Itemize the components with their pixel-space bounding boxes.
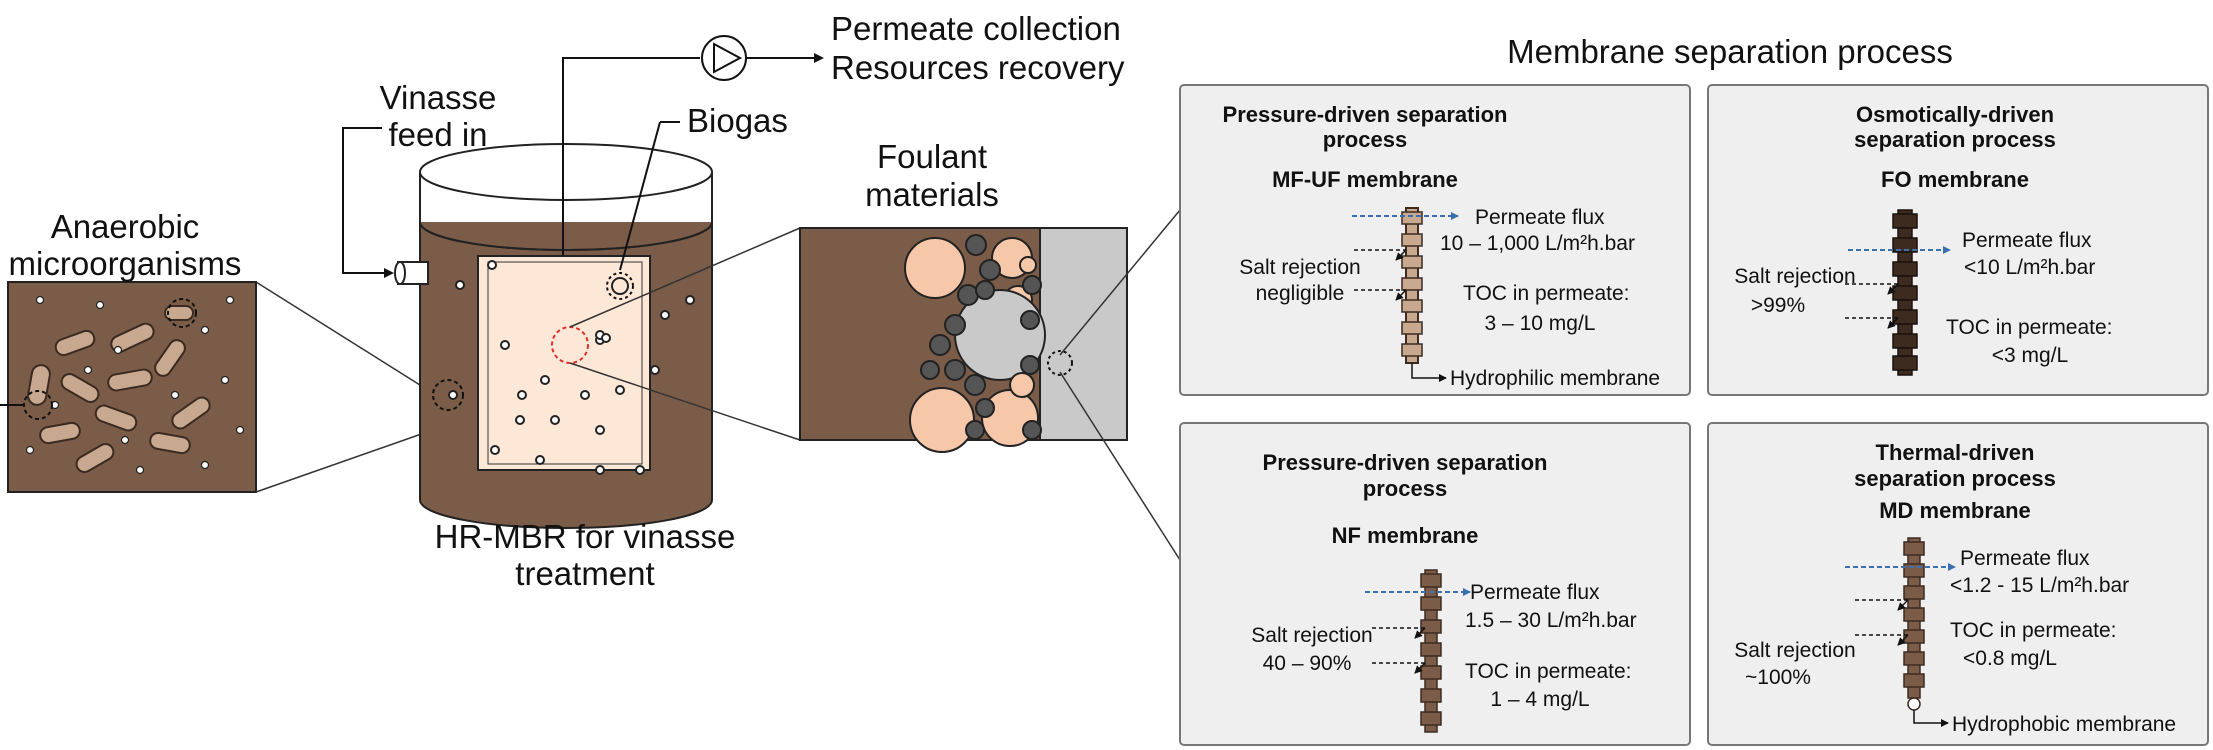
panel-title-line2: process — [1363, 476, 1447, 501]
biogas-pointer — [619, 121, 661, 271]
foulant-label-line1: Foulant — [877, 138, 987, 175]
panel-title-line1: Pressure-driven separation — [1263, 450, 1548, 475]
hrmbr-label-line1: HR-MBR for vinasse — [435, 518, 736, 555]
membrane-type: MF-UF membrane — [1272, 167, 1458, 192]
permeate-line — [562, 57, 700, 255]
foulant-label-line2: materials — [865, 176, 999, 213]
permeate-label-line2: Resources recovery — [831, 49, 1125, 86]
toc-label: TOC in permeate: — [1465, 660, 1632, 683]
panel-nf: Pressure-driven separation process NF me… — [1179, 422, 1691, 746]
rejection-value: negligible — [1256, 282, 1345, 305]
feed-line — [342, 127, 394, 278]
panel-title-line2: process — [1323, 127, 1407, 152]
hrmbr-label-line2: treatment — [515, 555, 654, 592]
rejection-value: ~100% — [1745, 666, 1811, 689]
flux-label: Permeate flux — [1960, 547, 2090, 570]
panel-fo: Osmotically-driven separation process FO… — [1707, 84, 2209, 396]
toc-label: TOC in permeate: — [1950, 619, 2117, 642]
zoom-connector-line — [255, 424, 448, 493]
flux-value: 1.5 – 30 L/m²h.bar — [1465, 609, 1637, 632]
rejection-value: >99% — [1751, 294, 1805, 317]
membrane-icon — [1420, 569, 1442, 733]
panel-md: Thermal-driven separation process MD mem… — [1707, 422, 2209, 746]
membrane-type: FO membrane — [1881, 167, 2029, 192]
panel-title-line2: separation process — [1854, 127, 2056, 152]
vinasse-label-line2: feed in — [388, 116, 487, 153]
rejection-value: 40 – 90% — [1263, 652, 1352, 675]
panel-mf-uf: Pressure-driven separation process MF-UF… — [1179, 84, 1691, 396]
toc-value: <0.8 mg/L — [1963, 647, 2057, 670]
membrane-type: MD membrane — [1879, 498, 2031, 523]
membrane-note: Hydrophilic membrane — [1450, 367, 1660, 390]
toc-value: <3 mg/L — [1992, 344, 2068, 367]
panel-title-line1: Thermal-driven — [1876, 440, 2035, 465]
membrane-note: Hydrophobic membrane — [1952, 713, 2176, 736]
panel-title-line2: separation process — [1854, 466, 2056, 491]
rejection-label: Salt rejection — [1734, 639, 1855, 662]
membrane-icon — [1903, 537, 1925, 711]
biogas-label: Biogas — [687, 102, 788, 139]
toc-label: TOC in permeate: — [1463, 282, 1630, 305]
pump-icon — [701, 35, 747, 81]
flux-value: <1.2 - 15 L/m²h.bar — [1950, 574, 2129, 597]
rejection-label: Salt rejection — [1239, 256, 1360, 279]
vinasse-label-line1: Vinasse — [380, 79, 497, 116]
toc-label: TOC in permeate: — [1946, 316, 2113, 339]
flux-label: Permeate flux — [1470, 581, 1600, 604]
panel-title-line1: Osmotically-driven — [1856, 102, 2054, 127]
membrane-icon — [1401, 207, 1423, 364]
reactor-tank — [394, 143, 713, 529]
toc-value: 1 – 4 mg/L — [1490, 688, 1589, 711]
anaerobic-label-line1: Anaerobic — [51, 208, 200, 245]
flux-value: 10 – 1,000 L/m²h.bar — [1440, 232, 1635, 255]
microorganisms-box — [0, 281, 257, 493]
flux-value: <10 L/m²h.bar — [1964, 256, 2095, 279]
zoom-connector-line — [255, 281, 448, 403]
panel-title-line1: Pressure-driven separation — [1223, 102, 1508, 127]
flux-label: Permeate flux — [1962, 229, 2092, 252]
permeate-label-line1: Permeate collection — [831, 10, 1121, 47]
rejection-label: Salt rejection — [1734, 265, 1855, 288]
anaerobic-label-line2: microorganisms — [9, 245, 242, 282]
foulant-box — [799, 227, 1128, 453]
membrane-type: NF membrane — [1332, 523, 1479, 548]
toc-value: 3 – 10 mg/L — [1485, 312, 1596, 335]
rejection-label: Salt rejection — [1251, 624, 1372, 647]
membrane-icon — [1892, 209, 1918, 376]
flux-label: Permeate flux — [1475, 206, 1605, 229]
section-title: Membrane separation process — [1507, 33, 1953, 70]
